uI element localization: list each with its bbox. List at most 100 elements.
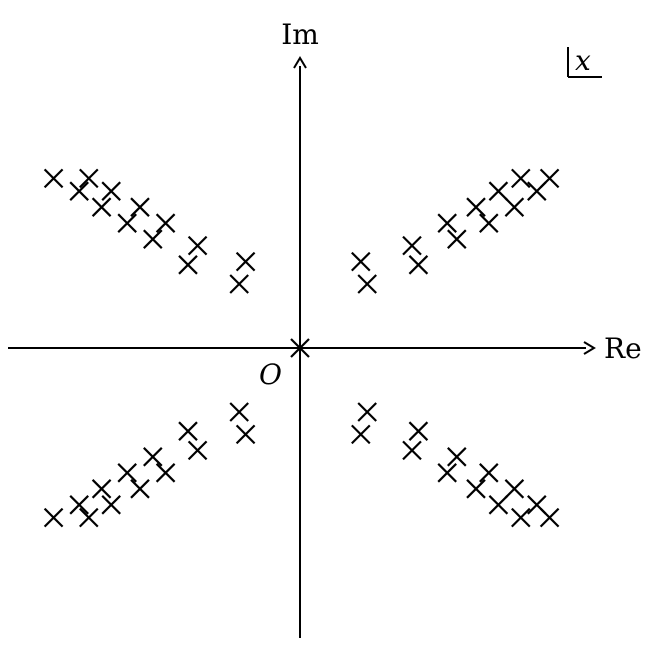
pole-marker: [143, 447, 163, 467]
pole-marker: [539, 507, 560, 528]
pole-marker-stroke: [69, 495, 89, 515]
pole-marker-stroke: [511, 168, 531, 189]
pole-marker-stroke: [143, 447, 163, 467]
pole-marker: [43, 168, 64, 189]
pole-marker: [235, 251, 256, 272]
pole-marker-stroke: [235, 251, 256, 272]
pole-marker: [466, 197, 486, 217]
variable-box-label: x: [575, 44, 591, 77]
pole-marker-stroke: [447, 229, 467, 249]
pole-marker-stroke: [290, 338, 310, 358]
pole-marker-stroke: [229, 402, 249, 422]
origin-label: O: [259, 358, 282, 391]
pole-marker-stroke: [466, 479, 486, 499]
pole-marker: [408, 255, 429, 275]
variable-box: x: [567, 44, 602, 78]
pole-marker: [235, 424, 256, 445]
pole-marker-stroke: [488, 181, 509, 201]
pole-marker: [466, 479, 486, 499]
pole-markers: [43, 168, 560, 528]
pole-marker-stroke: [351, 424, 371, 445]
pole-marker: [143, 229, 163, 249]
pole-marker-stroke: [357, 402, 377, 422]
pole-marker-stroke: [466, 197, 486, 217]
pole-marker-stroke: [504, 197, 525, 217]
pole-marker: [437, 213, 457, 233]
pole-marker-stroke: [43, 507, 64, 528]
pole-marker: [511, 168, 531, 189]
pole-marker: [130, 197, 150, 217]
pole-marker-stroke: [178, 421, 198, 441]
real-axis-arrowhead: [583, 341, 596, 355]
pole-marker: [539, 168, 560, 189]
pole-marker: [178, 421, 198, 441]
pole-marker: [69, 181, 89, 201]
pole-marker: [155, 213, 176, 233]
pole-marker-stroke: [187, 440, 208, 461]
pole-marker-stroke: [504, 479, 525, 499]
pole-marker: [504, 479, 525, 499]
pole-marker-stroke: [117, 463, 137, 483]
pole-marker: [437, 463, 457, 483]
pole-marker-stroke: [229, 274, 249, 294]
pole-marker-stroke: [178, 255, 198, 275]
pole-marker: [479, 213, 499, 233]
imaginary-axis-label: Im: [281, 18, 319, 51]
pole-marker-stroke: [511, 507, 531, 528]
pole-marker-stroke: [447, 447, 467, 467]
pole-marker-stroke: [69, 181, 89, 201]
pole-marker: [79, 507, 99, 528]
imaginary-axis-arrowhead: [293, 56, 307, 69]
pole-marker-stroke: [357, 274, 377, 294]
pole-marker-stroke: [479, 463, 499, 483]
pole-marker-stroke: [351, 251, 371, 272]
pole-marker: [504, 197, 525, 217]
pole-marker-stroke: [130, 479, 150, 499]
pole-marker-stroke: [155, 463, 176, 483]
pole-marker: [351, 424, 371, 445]
pole-marker: [91, 479, 112, 499]
pole-marker: [130, 479, 150, 499]
pole-marker-stroke: [437, 463, 457, 483]
pole-marker: [229, 274, 249, 294]
pole-marker: [43, 507, 64, 528]
real-axis-label: Re: [604, 332, 642, 365]
pole-marker: [488, 495, 509, 515]
pole-marker-stroke: [408, 421, 429, 441]
pole-marker: [447, 229, 467, 249]
pole-marker: [187, 440, 208, 461]
pole-marker-stroke: [539, 168, 560, 189]
pole-marker: [79, 168, 99, 189]
pole-marker-stroke: [488, 495, 509, 515]
real-axis: [8, 341, 596, 355]
pole-marker: [357, 402, 377, 422]
pole-marker-stroke: [91, 197, 112, 217]
pole-marker: [187, 235, 208, 256]
pole-marker: [488, 181, 509, 201]
pole-marker-stroke: [43, 168, 64, 189]
pole-marker-stroke: [437, 213, 457, 233]
pole-marker-stroke: [91, 479, 112, 499]
imaginary-axis: [293, 56, 307, 638]
pole-marker: [178, 255, 198, 275]
pole-marker-stroke: [79, 168, 99, 189]
pole-marker: [402, 235, 422, 256]
pole-marker-stroke: [143, 229, 163, 249]
pole-marker: [351, 251, 371, 272]
pole-marker: [511, 507, 531, 528]
pole-marker-stroke: [402, 440, 422, 461]
pole-marker: [402, 440, 422, 461]
pole-marker: [117, 463, 137, 483]
pole-marker: [290, 338, 310, 358]
pole-marker: [357, 274, 377, 294]
pole-marker-stroke: [130, 197, 150, 217]
pole-marker-stroke: [539, 507, 560, 528]
pole-marker-stroke: [479, 213, 499, 233]
pole-marker: [91, 197, 112, 217]
pole-marker-stroke: [155, 213, 176, 233]
pole-marker-stroke: [408, 255, 429, 275]
pole-marker: [117, 213, 137, 233]
pole-marker-stroke: [187, 235, 208, 256]
pole-marker-stroke: [402, 235, 422, 256]
pole-marker: [479, 463, 499, 483]
